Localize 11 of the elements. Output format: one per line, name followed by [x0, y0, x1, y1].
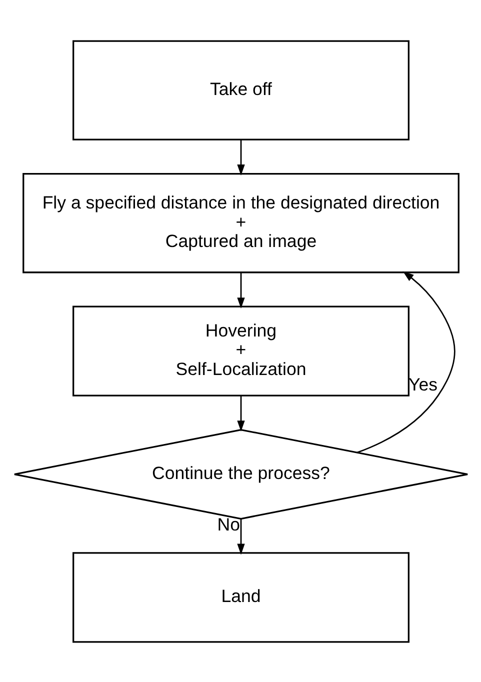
arrow — [236, 395, 244, 432]
arrow — [356, 270, 455, 453]
arrow — [236, 139, 244, 176]
node-diamond: Continue the process? — [13, 428, 468, 520]
node-box: Fly a specified distance in the designated direction + Captured an image — [22, 172, 459, 273]
node-box: Land — [72, 552, 409, 642]
node-box: Take off — [72, 40, 409, 140]
arrow — [236, 518, 244, 554]
arrow — [236, 272, 244, 308]
edge-label: Yes — [408, 374, 438, 394]
node-box: Hovering + Self-Localization — [72, 305, 409, 396]
